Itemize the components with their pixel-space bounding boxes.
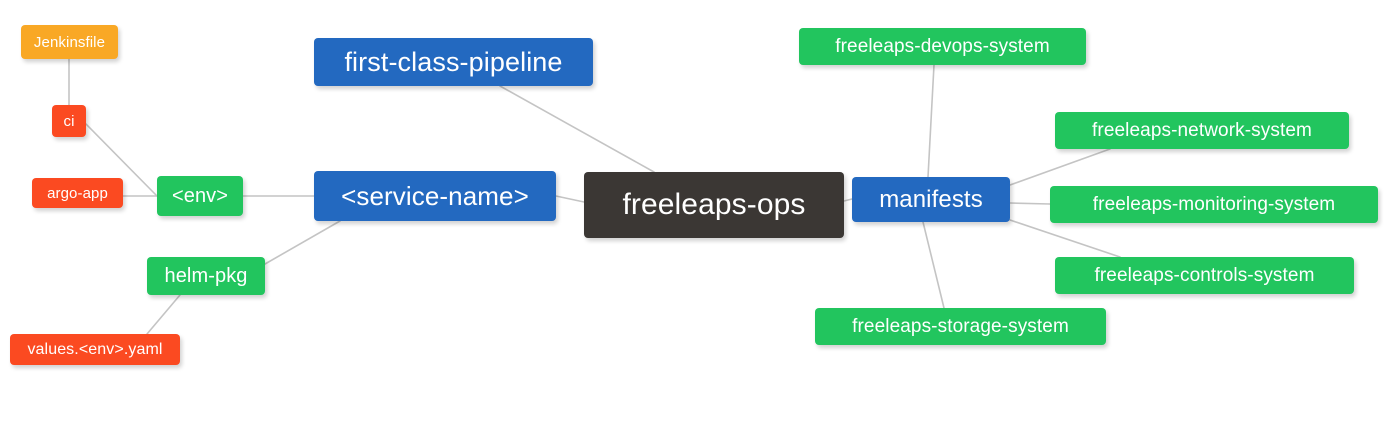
node-values-yaml[interactable]: values.<env>.yaml	[10, 334, 180, 365]
node-freeleaps-monitoring-system[interactable]: freeleaps-monitoring-system	[1050, 186, 1378, 223]
node-helm-pkg[interactable]: helm-pkg	[147, 257, 265, 295]
edge-ops-manifests	[843, 198, 853, 202]
node-freeleaps-devops-system[interactable]: freeleaps-devops-system	[799, 28, 1086, 65]
node-label-freeleaps-network-system: freeleaps-network-system	[1092, 120, 1312, 141]
node-freeleaps-controls-system[interactable]: freeleaps-controls-system	[1055, 257, 1354, 294]
node-label-freeleaps-ops: freeleaps-ops	[622, 188, 806, 221]
node-freeleaps-network-system[interactable]: freeleaps-network-system	[1055, 112, 1349, 149]
node-freeleaps-ops[interactable]: freeleaps-ops	[584, 172, 844, 238]
node-first-class-pipeline[interactable]: first-class-pipeline	[314, 38, 593, 86]
node-label-argo-app: argo-app	[47, 184, 108, 202]
node-label-freeleaps-storage-system: freeleaps-storage-system	[852, 316, 1069, 337]
edge-manifests-network	[1009, 148, 1111, 186]
edge-manifests-monitoring	[1009, 202, 1051, 205]
node-freeleaps-storage-system[interactable]: freeleaps-storage-system	[815, 308, 1106, 345]
edge-manifests-controls	[1009, 219, 1121, 258]
node-label-env: <env>	[171, 185, 229, 207]
node-service-name[interactable]: <service-name>	[314, 171, 556, 221]
node-manifests[interactable]: manifests	[852, 177, 1010, 222]
edge-pipeline-ops	[499, 85, 655, 173]
node-env[interactable]: <env>	[157, 176, 243, 216]
node-label-service-name: <service-name>	[341, 181, 529, 211]
node-label-first-class-pipeline: first-class-pipeline	[344, 46, 563, 77]
edge-helmpkg-servicename	[264, 220, 341, 265]
node-label-freeleaps-devops-system: freeleaps-devops-system	[835, 36, 1050, 57]
node-argo-app[interactable]: argo-app	[32, 178, 123, 208]
edge-servicename-ops	[555, 195, 585, 203]
node-label-values-yaml: values.<env>.yaml	[27, 340, 163, 358]
node-label-freeleaps-monitoring-system: freeleaps-monitoring-system	[1092, 194, 1336, 215]
node-label-helm-pkg: helm-pkg	[164, 265, 248, 287]
edge-manifests-storage	[922, 221, 945, 309]
node-label-freeleaps-controls-system: freeleaps-controls-system	[1094, 265, 1315, 286]
node-jenkinsfile[interactable]: Jenkinsfile	[21, 25, 118, 59]
node-label-ci: ci	[63, 112, 75, 130]
node-label-jenkinsfile: Jenkinsfile	[33, 33, 106, 51]
edge-values-helmpkg	[146, 294, 181, 335]
node-ci[interactable]: ci	[52, 105, 86, 137]
node-label-manifests: manifests	[879, 185, 983, 213]
edge-manifests-devops	[927, 64, 935, 178]
